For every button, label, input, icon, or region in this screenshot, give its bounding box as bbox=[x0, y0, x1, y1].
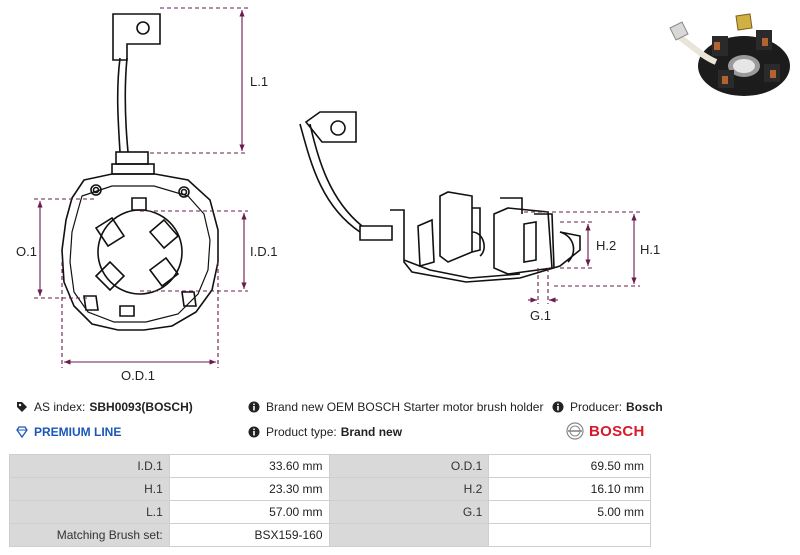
as-index: AS index: SBH0093(BOSCH) bbox=[16, 400, 193, 414]
spec-value: 57.00 mm bbox=[168, 500, 330, 524]
info-icon bbox=[248, 401, 260, 413]
spec-label: G.1 bbox=[328, 500, 490, 524]
dim-label-h2: H.2 bbox=[596, 238, 616, 253]
bosch-armature-icon bbox=[566, 422, 584, 440]
as-index-label: AS index: bbox=[34, 400, 86, 414]
producer: Producer: Bosch bbox=[552, 400, 663, 414]
spec-value: 16.10 mm bbox=[488, 477, 651, 501]
dim-label-g1: G.1 bbox=[530, 308, 551, 323]
spec-label: H.1 bbox=[9, 477, 170, 501]
spec-value bbox=[488, 523, 651, 547]
spec-label: Matching Brush set: bbox=[9, 523, 170, 547]
spec-table: I.D.1 33.60 mm O.D.1 69.50 mm H.1 23.30 … bbox=[9, 454, 651, 547]
premium-line-badge: PREMIUM LINE bbox=[16, 425, 121, 439]
info-icon bbox=[248, 426, 260, 438]
bosch-logo-text: BOSCH bbox=[589, 422, 645, 440]
spec-label bbox=[328, 523, 490, 547]
technical-drawing: L.1 O.1 I.D.1 O.D.1 bbox=[16, 7, 660, 383]
dim-label-id1: I.D.1 bbox=[250, 244, 277, 259]
table-row: L.1 57.00 mm G.1 5.00 mm bbox=[9, 500, 651, 524]
premium-line-label: PREMIUM LINE bbox=[34, 425, 122, 439]
description-text: Brand new OEM BOSCH Starter motor brush … bbox=[266, 400, 544, 414]
dim-label-o1: O.1 bbox=[16, 244, 37, 259]
product-photo bbox=[652, 6, 796, 102]
side-view bbox=[299, 111, 581, 283]
description: Brand new OEM BOSCH Starter motor brush … bbox=[248, 400, 543, 414]
dim-label-l1: L.1 bbox=[250, 74, 268, 89]
info-icon bbox=[552, 401, 564, 413]
tag-icon bbox=[17, 402, 27, 412]
diamond-icon bbox=[16, 426, 28, 438]
spec-value: 33.60 mm bbox=[168, 454, 330, 478]
spec-value: 5.00 mm bbox=[488, 500, 651, 524]
dim-label-od1: O.D.1 bbox=[121, 368, 155, 383]
table-row: Matching Brush set: BSX159-160 bbox=[9, 523, 651, 547]
spec-label: H.2 bbox=[328, 477, 490, 501]
spec-value: 23.30 mm bbox=[168, 477, 330, 501]
front-view bbox=[61, 13, 219, 331]
product-type-label: Product type: bbox=[266, 425, 337, 439]
as-index-value: SBH0093(BOSCH) bbox=[89, 400, 193, 414]
spec-label: I.D.1 bbox=[9, 454, 170, 478]
producer-label: Producer: bbox=[570, 400, 623, 414]
dim-label-h1: H.1 bbox=[640, 242, 660, 257]
table-row: H.1 23.30 mm H.2 16.10 mm bbox=[9, 477, 651, 501]
producer-value: Bosch bbox=[626, 400, 663, 414]
spec-value-link[interactable]: BSX159-160 bbox=[168, 523, 330, 547]
spec-label: O.D.1 bbox=[328, 454, 490, 478]
spec-value: 69.50 mm bbox=[488, 454, 651, 478]
spec-label: L.1 bbox=[9, 500, 170, 524]
product-type: Product type: Brand new bbox=[248, 425, 402, 439]
product-info: AS index: SBH0093(BOSCH) Brand new OEM B… bbox=[0, 396, 800, 446]
bosch-logo: BOSCH bbox=[566, 422, 645, 440]
product-type-value: Brand new bbox=[340, 425, 403, 439]
table-row: I.D.1 33.60 mm O.D.1 69.50 mm bbox=[9, 454, 651, 478]
